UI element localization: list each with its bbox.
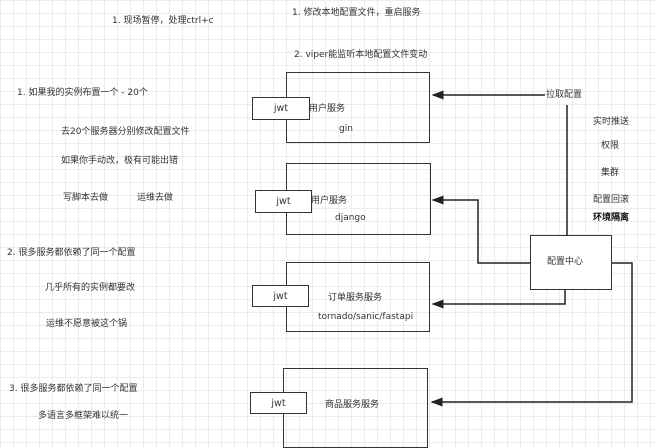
arrow-goods (430, 262, 633, 407)
note-2b: 运维不愿意被这个锅 (46, 319, 128, 329)
feature-item: 集群 (601, 168, 620, 178)
note-1: 1. 如果我的实例布置一个 - 20个 (17, 88, 148, 98)
note-1b: 如果你手动改，极有可能出错 (61, 156, 179, 166)
config-center-box: 配置中心 (530, 235, 612, 290)
note-pause: 1. 现场暂停，处理ctrl+c (112, 16, 214, 26)
service-name: 用户服务 (311, 196, 348, 206)
arrow-order (431, 290, 566, 309)
feature-item: 配置回滚 (593, 195, 630, 205)
jwt-box: jwt (252, 285, 309, 307)
service-name: 用户服务 (309, 104, 346, 114)
arrow-django (431, 195, 530, 264)
note-2a: 几乎所有的实例都要改 (45, 283, 136, 293)
note-2: 2. 很多服务都依赖了同一个配置 (7, 248, 136, 258)
service-name: 订单服务服务 (328, 293, 383, 303)
connectors (430, 90, 633, 407)
config-center-label: 配置中心 (547, 257, 584, 267)
jwt-box: jwt (252, 97, 310, 120)
note-1a: 去20个服务器分别修改配置文件 (61, 127, 190, 137)
note-3a: 多语言多框架难以统一 (38, 411, 129, 421)
feature-item: 权限 (601, 141, 620, 151)
jwt-box: jwt (255, 190, 312, 213)
service-framework: tornado/sanic/fastapi (318, 312, 414, 322)
note-1d: 运维去做 (137, 193, 174, 203)
feature-item: 实时推送 (593, 117, 630, 127)
service-name: 商品服务服务 (325, 400, 380, 410)
service-framework: django (335, 213, 366, 223)
note-viper: 2. viper能监听本地配置文件变动 (294, 50, 428, 60)
note-modify: 1. 修改本地配置文件，重启服务 (292, 8, 421, 18)
jwt-box: jwt (250, 392, 307, 414)
feature-item: 环境隔离 (593, 213, 630, 223)
service-framework: gin (339, 124, 353, 134)
note-3: 3. 很多服务都依赖了同一个配置 (9, 384, 138, 394)
pull-config-label: 拉取配置 (546, 90, 583, 100)
note-1c: 写脚本去做 (63, 193, 109, 203)
